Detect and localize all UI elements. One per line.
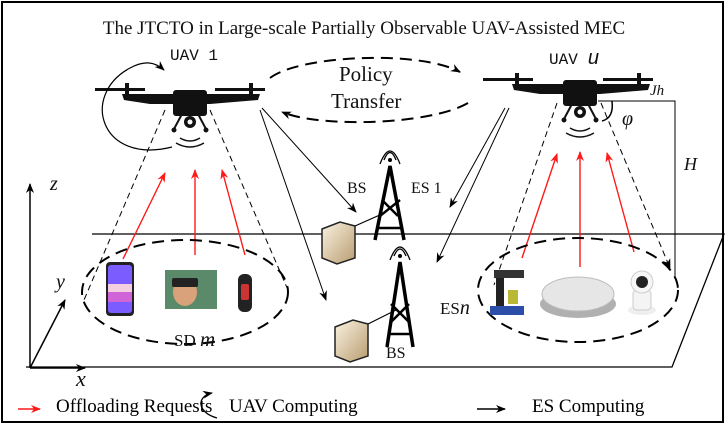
height-symbol: H xyxy=(684,154,697,174)
ground-plane xyxy=(26,233,725,368)
server-1-icon xyxy=(321,213,383,265)
policy-transfer-label-line1: Policy xyxy=(339,62,393,86)
vr-headset-icon xyxy=(165,270,217,309)
z-axis-label: z xyxy=(50,173,58,195)
es-group-ellipse xyxy=(477,237,679,343)
robot-vacuum-icon xyxy=(540,276,616,318)
uav-u-label: UAV u xyxy=(549,48,600,71)
x-axis-label: x xyxy=(76,366,86,391)
server-n-icon xyxy=(334,309,397,363)
jh-symbol: Jh xyxy=(650,83,665,99)
uav-1-drone xyxy=(95,83,265,148)
uav-u-drone xyxy=(483,73,653,138)
policy-transfer-arrow-right xyxy=(269,56,461,79)
legend-offloading-requests: Offloading Requests xyxy=(56,396,213,417)
3d-printer-icon xyxy=(490,270,524,315)
height-bracket xyxy=(598,100,676,277)
legend-uav-computing: UAV Computing xyxy=(229,396,358,417)
es-1-label: ES 1 xyxy=(411,180,442,197)
smart-band-icon xyxy=(238,274,252,312)
sd-m-label: SD m xyxy=(174,327,216,351)
bs-n-label: BS xyxy=(386,345,406,362)
uav-computing-loop-arrow xyxy=(101,61,173,151)
phi-symbol: φ xyxy=(622,108,634,130)
bs-tower-n xyxy=(385,246,415,348)
security-camera-icon xyxy=(628,270,656,315)
es-n-label: ESn xyxy=(440,297,470,319)
legend: Offloading Requests UAV Computing ES Com… xyxy=(0,392,728,422)
bs-tower-1 xyxy=(373,150,406,241)
policy-transfer-arrow-left xyxy=(281,102,469,124)
y-axis xyxy=(29,299,66,369)
coordinate-axes xyxy=(26,183,86,372)
bs-1-label: BS xyxy=(347,180,367,197)
legend-es-computing: ES Computing xyxy=(532,396,645,417)
sd-group-ellipse xyxy=(81,239,289,345)
y-axis-label: y xyxy=(56,271,65,293)
figure-title: The JTCTO in Large-scale Partially Obser… xyxy=(102,18,626,39)
uav-1-label: UAV 1 xyxy=(170,47,219,65)
angle-arc xyxy=(601,100,614,122)
smartphone-icon xyxy=(106,262,134,316)
policy-transfer-label-line2: Transfer xyxy=(331,89,402,113)
legend-uav-computing-arrow xyxy=(200,390,218,419)
